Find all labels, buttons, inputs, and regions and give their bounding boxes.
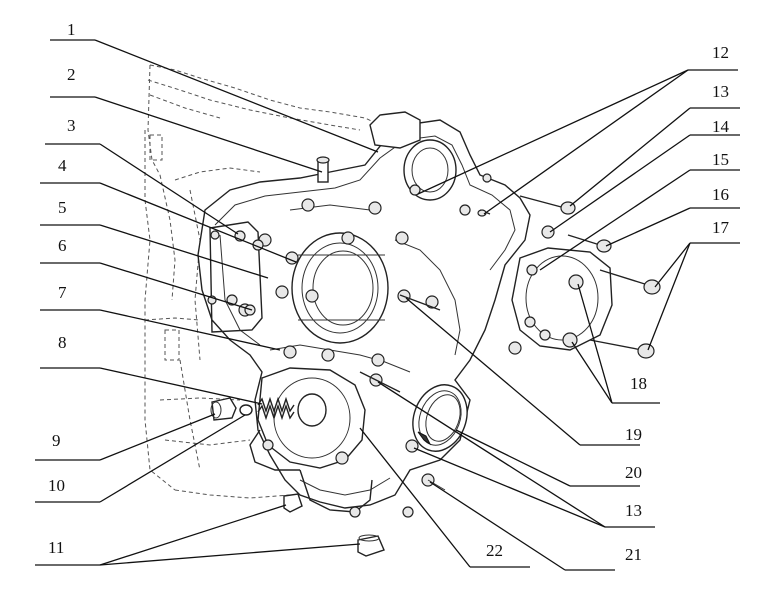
callout-12: 12	[712, 43, 729, 62]
callout-10: 10	[48, 476, 65, 495]
callout-11: 11	[48, 538, 64, 557]
upper-port-boss	[369, 111, 457, 201]
lower-pump-assembly	[249, 367, 414, 518]
callout-16: 16	[712, 185, 729, 204]
callout-6: 6	[58, 236, 67, 255]
callout-7: 7	[58, 283, 67, 302]
housing-bolts	[238, 173, 522, 387]
accessory-cover	[511, 225, 613, 351]
oil-seal-ring	[412, 384, 468, 452]
callout-4: 4	[58, 156, 67, 175]
callout-5: 5	[58, 198, 67, 217]
crankshaft-bore	[291, 232, 389, 344]
callout-9: 9	[52, 431, 61, 450]
callout-8: 8	[58, 333, 67, 352]
leader-lines	[35, 39, 740, 571]
callout-17: 17	[712, 218, 730, 237]
dowel-sleeves	[283, 493, 385, 557]
callout-13-top: 13	[712, 82, 729, 101]
callout-14: 14	[712, 117, 730, 136]
callout-3: 3	[67, 116, 76, 135]
callout-22: 22	[486, 541, 503, 560]
relief-valve-parts	[210, 396, 295, 421]
callout-2: 2	[67, 65, 76, 84]
callout-1: 1	[67, 20, 76, 39]
top-stud	[316, 156, 330, 183]
callout-19: 19	[625, 425, 642, 444]
stud-bolt-19	[359, 294, 441, 393]
callout-labels: 1 2 3 4 5 6 7 8 9 10 11 12 13 14 15 16 1…	[48, 20, 730, 564]
callout-15: 15	[712, 150, 729, 169]
callout-18: 18	[630, 374, 647, 393]
callout-13-bottom: 13	[625, 501, 642, 520]
callout-20: 20	[625, 463, 642, 482]
callout-21: 21	[625, 545, 642, 564]
